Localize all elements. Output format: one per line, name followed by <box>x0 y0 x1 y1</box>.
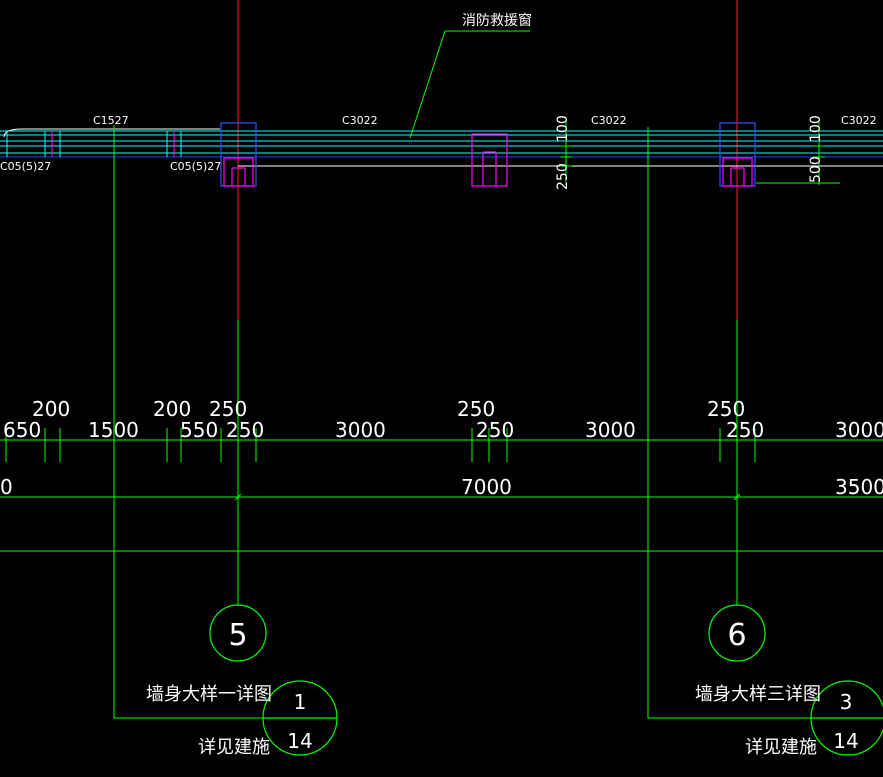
dim-250-b: 250 <box>457 397 495 421</box>
dim-200-b: 200 <box>153 397 191 421</box>
detail-note-left: 详见建施 <box>198 737 270 758</box>
dim-550: 550 <box>180 418 218 442</box>
column-axis5 <box>220 122 257 187</box>
axis-bubbles <box>209 604 766 662</box>
vertical-dims-lines <box>560 120 840 185</box>
dim-200-a: 200 <box>32 397 70 421</box>
detail-note-right: 详见建施 <box>745 737 817 758</box>
axis-label-5: 5 <box>228 618 247 653</box>
wall-end-curve <box>3 128 23 138</box>
axis-label-6: 6 <box>727 618 746 653</box>
dim-250-a: 250 <box>209 397 247 421</box>
vdim-right-100: 100 <box>808 115 824 142</box>
axis-labels: 5 6 <box>228 618 746 653</box>
dim-3500: 3500 <box>835 475 883 499</box>
wall-band <box>0 128 883 167</box>
callout-lines <box>113 125 813 719</box>
dim-650: 650 <box>3 418 41 442</box>
detail-index-right-top: 3 <box>840 690 853 714</box>
vdim-left-250: 250 <box>555 163 571 190</box>
detail-text: 墙身大样一详图 详见建施 1 14 墙身大样三详图 详见建施 3 14 <box>146 684 859 758</box>
detail-title-right: 墙身大样三详图 <box>695 684 821 705</box>
window-label-c3022-c: C3022 <box>841 114 877 127</box>
dim-250-d: 250 <box>226 418 264 442</box>
column-mid <box>471 133 508 187</box>
dim-7000: 7000 <box>461 475 512 499</box>
axis-lines <box>237 0 738 320</box>
column-axis6 <box>719 122 756 187</box>
detail-index-circles <box>262 680 883 756</box>
dim-1500: 1500 <box>88 418 139 442</box>
dim-250-f: 250 <box>726 418 764 442</box>
dimension-text: 200 200 250 250 250 650 1500 550 250 300… <box>0 397 883 499</box>
window-label-c3022-a: C3022 <box>342 114 378 127</box>
vdim-left-100: 100 <box>555 115 571 142</box>
dim-3000-b: 3000 <box>585 418 636 442</box>
axis-bubble-6 <box>708 604 766 662</box>
window-label-c1527: C1527 <box>93 114 129 127</box>
drawing-text: 消防救援窗 C1527 C3022 C3022 C3022 C05(5)27 C… <box>0 12 877 190</box>
window-label-c05-b: C05(5)27 <box>170 160 221 173</box>
leader-note: 消防救援窗 <box>462 12 532 29</box>
dim-3000-a: 3000 <box>335 418 386 442</box>
window-label-c3022-b: C3022 <box>591 114 627 127</box>
axis-bubble-5 <box>209 604 267 662</box>
axis-extensions <box>237 320 738 605</box>
vdim-right-500: 500 <box>808 156 824 183</box>
columns <box>220 122 756 187</box>
detail-title-left: 墙身大样一详图 <box>146 684 272 705</box>
dimension-lines <box>0 428 883 552</box>
dim-3000-c: 3000 <box>835 418 883 442</box>
dim-250-c: 250 <box>707 397 745 421</box>
dim-0: 0 <box>0 475 13 499</box>
window-label-c05-a: C05(5)27 <box>0 160 51 173</box>
detail-index-left-bottom: 14 <box>287 729 312 753</box>
fire-window-leader <box>409 30 530 139</box>
detail-index-left-top: 1 <box>294 690 307 714</box>
dim-250-e: 250 <box>476 418 514 442</box>
detail-index-right-bottom: 14 <box>833 729 858 753</box>
